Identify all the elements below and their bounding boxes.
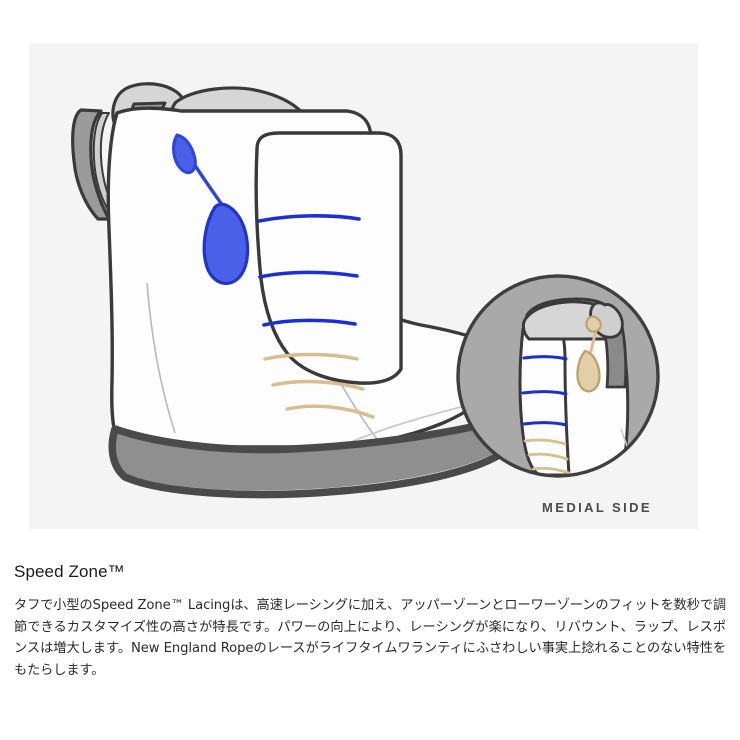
inset-lower-zone-lace-1 [523, 438, 567, 446]
upper-zone-lace-2 [258, 270, 359, 279]
inset-lower-zone-lace-2 [527, 452, 569, 461]
inset-upper-zone-lace-1 [522, 355, 568, 361]
page-title: Speed Zone™ [14, 562, 125, 581]
inset-circle-border [456, 274, 660, 478]
boot-sole-midsole [115, 421, 513, 491]
inset-lower-zone-lace-3 [531, 466, 571, 475]
main-boot-group [71, 82, 520, 499]
inset-content [518, 297, 642, 476]
lower-zone-lace-1 [263, 352, 359, 361]
upper-zone-lace-1 [257, 214, 361, 223]
lace-collar-loop [172, 133, 197, 175]
description-paragraph: タフで小型のSpeed Zone™ Lacingは、高速レーシングに加え、アッパ… [14, 598, 726, 678]
medial-side-caption: MEDIAL SIDE [542, 500, 652, 515]
inset-upper-zone-lace-2 [521, 390, 568, 396]
inset-pull-tab [576, 349, 601, 393]
description-block: Speed Zone™ タフで小型のSpeed Zone™ Lacingは、高速… [14, 562, 730, 681]
lace-pull-tab [202, 202, 250, 285]
inset-lace-eyelet [585, 315, 602, 333]
medial-side-inset-group [456, 274, 660, 478]
inset-upper-zone-lace-3 [522, 421, 568, 427]
lower-zone-lace-2 [271, 379, 365, 391]
boot-seam-line-1 [146, 282, 176, 434]
illustration-panel: MEDIAL SIDE [29, 43, 698, 529]
inset-lace-channel [518, 320, 571, 476]
boot-illustration [71, 82, 660, 499]
lower-zone-lace-3 [285, 404, 375, 419]
upper-zone-lace-3 [262, 318, 357, 327]
